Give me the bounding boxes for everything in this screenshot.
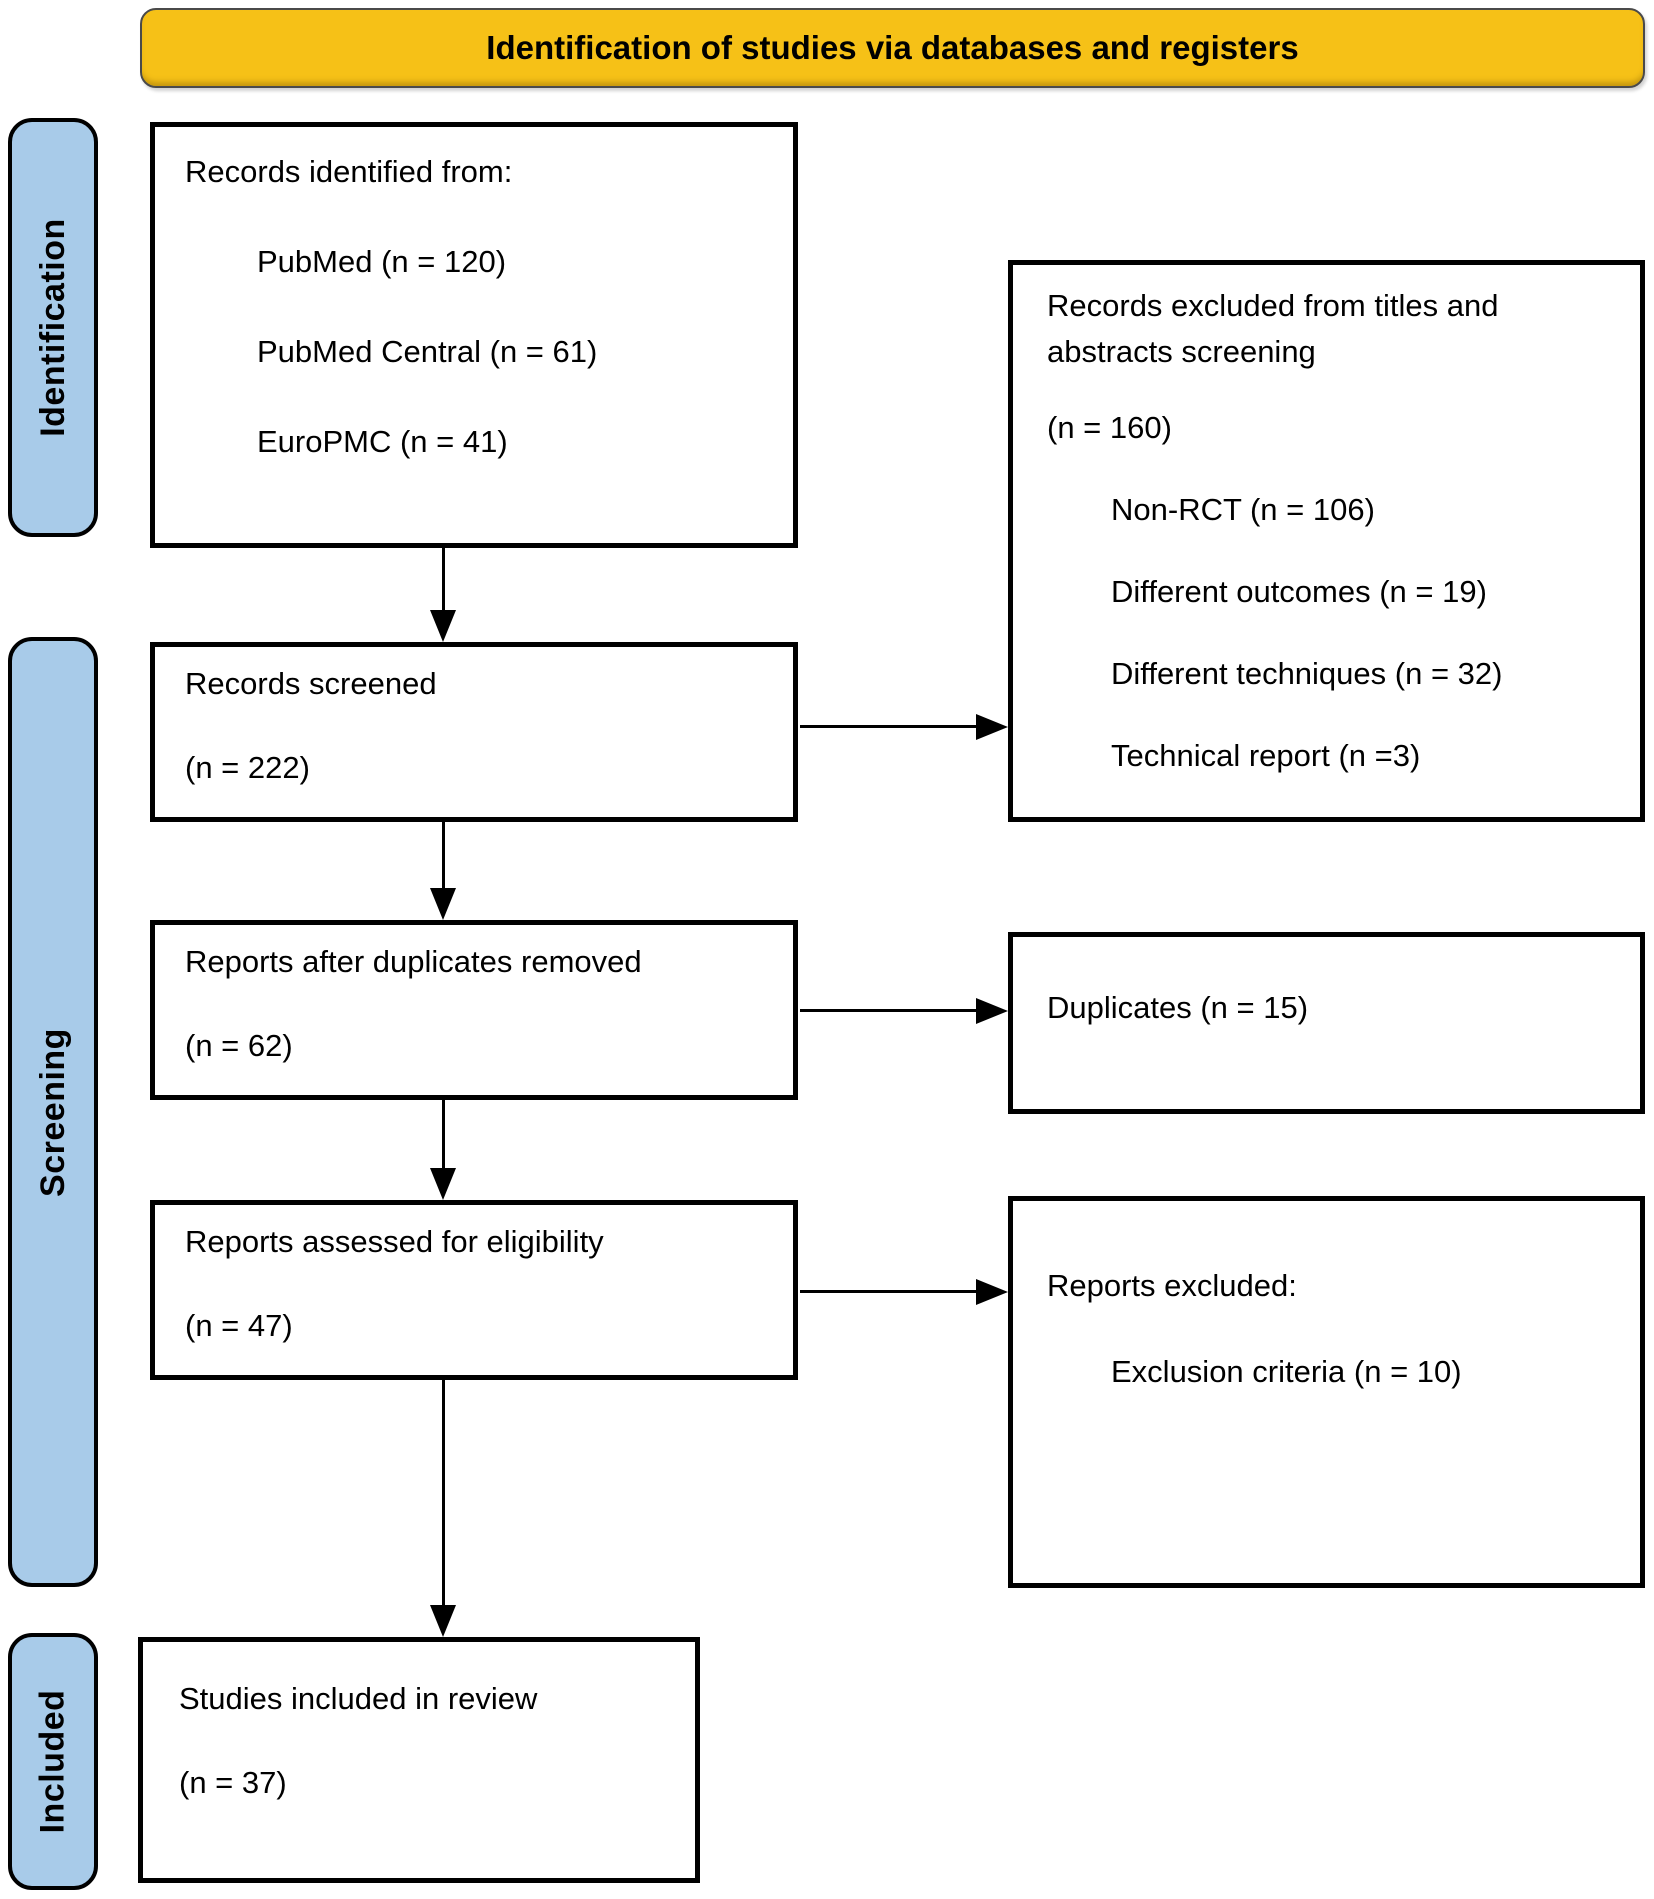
assessed-eligibility-title: Reports assessed for eligibility bbox=[185, 1224, 604, 1259]
arrow-head-right-icon bbox=[976, 998, 1008, 1024]
records-excluded-item: Different techniques (n = 32) bbox=[1111, 656, 1503, 691]
reports-excluded-title: Reports excluded: bbox=[1047, 1268, 1297, 1303]
arrow-head-right-icon bbox=[976, 714, 1008, 740]
box-duplicates: Duplicates (n = 15) bbox=[1008, 932, 1645, 1114]
records-excluded-count: (n = 160) bbox=[1047, 410, 1172, 445]
stage-included-label: Included bbox=[33, 1689, 72, 1834]
box-after-duplicates: Reports after duplicates removed (n = 62… bbox=[150, 920, 798, 1100]
arrow-line-right bbox=[800, 1290, 980, 1293]
records-identified-item: PubMed (n = 120) bbox=[257, 244, 507, 279]
stage-screening: Screening bbox=[8, 637, 98, 1587]
records-excluded-item: Different outcomes (n = 19) bbox=[1111, 574, 1487, 609]
stage-identification: Identification bbox=[8, 118, 98, 537]
arrow-line-down bbox=[442, 548, 445, 612]
studies-included-count: (n = 37) bbox=[179, 1765, 287, 1800]
arrow-line-right bbox=[800, 1009, 980, 1012]
records-screened-count: (n = 222) bbox=[185, 750, 310, 785]
arrow-head-down-icon bbox=[430, 1605, 456, 1637]
records-screened-title: Records screened bbox=[185, 666, 437, 701]
box-records-screened: Records screened (n = 222) bbox=[150, 642, 798, 822]
arrow-line-down bbox=[442, 822, 445, 890]
records-identified-title: Records identified from: bbox=[185, 154, 513, 189]
diagram-title-banner: Identification of studies via databases … bbox=[140, 8, 1645, 88]
box-assessed-eligibility: Reports assessed for eligibility (n = 47… bbox=[150, 1200, 798, 1380]
records-excluded-title: Records excluded from titles and abstrac… bbox=[1047, 288, 1499, 369]
assessed-eligibility-count: (n = 47) bbox=[185, 1308, 293, 1343]
records-excluded-item: Non-RCT (n = 106) bbox=[1111, 492, 1375, 527]
arrow-head-down-icon bbox=[430, 888, 456, 920]
arrow-line-down bbox=[442, 1380, 445, 1607]
box-records-identified: Records identified from: PubMed (n = 120… bbox=[150, 122, 798, 548]
records-excluded-item: Technical report (n =3) bbox=[1111, 738, 1421, 773]
studies-included-title: Studies included in review bbox=[179, 1681, 538, 1716]
duplicates-label: Duplicates (n = 15) bbox=[1047, 990, 1309, 1025]
box-reports-excluded: Reports excluded: Exclusion criteria (n … bbox=[1008, 1196, 1645, 1588]
diagram-title: Identification of studies via databases … bbox=[486, 29, 1299, 66]
arrow-line-down bbox=[442, 1100, 445, 1170]
box-studies-included: Studies included in review (n = 37) bbox=[138, 1637, 700, 1883]
box-records-excluded-screening: Records excluded from titles and abstrac… bbox=[1008, 260, 1645, 822]
after-duplicates-count: (n = 62) bbox=[185, 1028, 293, 1063]
stage-screening-label: Screening bbox=[33, 1027, 72, 1197]
records-identified-item: PubMed Central (n = 61) bbox=[257, 334, 598, 369]
reports-excluded-item: Exclusion criteria (n = 10) bbox=[1111, 1354, 1462, 1389]
arrow-head-down-icon bbox=[430, 610, 456, 642]
stage-identification-label: Identification bbox=[33, 218, 72, 437]
after-duplicates-title: Reports after duplicates removed bbox=[185, 944, 642, 979]
stage-included: Included bbox=[8, 1633, 98, 1890]
records-identified-item: EuroPMC (n = 41) bbox=[257, 424, 508, 459]
arrow-line-right bbox=[800, 725, 980, 728]
arrow-head-right-icon bbox=[976, 1279, 1008, 1305]
arrow-head-down-icon bbox=[430, 1168, 456, 1200]
